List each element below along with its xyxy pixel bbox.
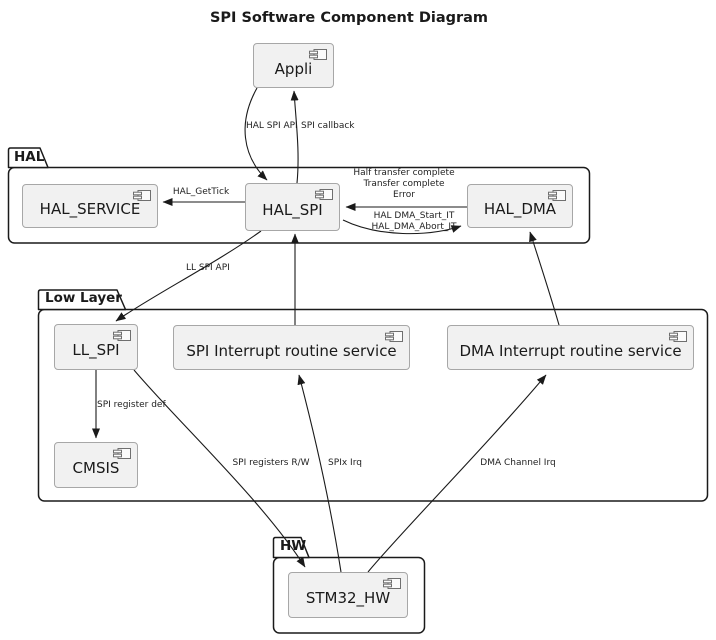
edge-label-dma-channel-irq: DMA Channel Irq bbox=[480, 458, 556, 468]
component-label: HAL_SERVICE bbox=[39, 200, 141, 218]
component-cmsis: CMSIS bbox=[54, 442, 138, 488]
component-icon bbox=[133, 190, 151, 201]
edge-label-hal-spi-api: HAL SPI API bbox=[246, 121, 298, 131]
component-icon bbox=[669, 331, 687, 342]
component-label: CMSIS bbox=[72, 459, 120, 477]
edge-spi-callback bbox=[290, 90, 299, 184]
component-appli: Appli bbox=[253, 43, 334, 88]
edge-ll-spi-api bbox=[115, 230, 262, 322]
edge-label-dma-events: Half transfer complete Transfer complete… bbox=[353, 168, 455, 200]
edge-label-spix-irq: SPIx Irq bbox=[328, 458, 362, 468]
component-label: Appli bbox=[274, 59, 313, 78]
component-icon bbox=[315, 189, 333, 200]
edge-label-dma-start-abort: HAL DMA_Start_IT HAL_DMA_Abort_IT bbox=[371, 211, 457, 232]
component-icon bbox=[113, 330, 131, 341]
component-label: DMA Interrupt routine service bbox=[459, 341, 682, 360]
component-hal-service: HAL_SERVICE bbox=[22, 184, 158, 228]
component-hal-dma: HAL_DMA bbox=[467, 184, 573, 228]
edge-label-spi-register-def: SPI register def bbox=[97, 400, 166, 410]
diagram-title: SPI Software Component Diagram bbox=[209, 10, 489, 26]
edge-hal-spi-api bbox=[244, 87, 268, 181]
edge-dma-irq-to-hal-dma bbox=[529, 231, 560, 326]
edge-dma-start-abort bbox=[342, 219, 462, 235]
edge-label-hal-gettick: HAL_GetTick bbox=[172, 187, 230, 197]
edge-spi-registers-rw bbox=[133, 369, 306, 568]
package-low-layer-label: Low Layer bbox=[45, 290, 122, 306]
component-dma-interrupt-service: DMA Interrupt routine service bbox=[447, 325, 694, 370]
component-spi-interrupt-service: SPI Interrupt routine service bbox=[173, 325, 410, 370]
package-low-layer-tab bbox=[37, 289, 127, 311]
component-icon bbox=[383, 578, 401, 589]
component-icon bbox=[309, 49, 327, 60]
edge-label-spi-callback: SPI callback bbox=[301, 121, 355, 131]
component-label: HAL_DMA bbox=[483, 200, 557, 218]
component-icon bbox=[113, 448, 131, 459]
package-hal-tab bbox=[7, 147, 49, 169]
component-stm32-hw: STM32_HW bbox=[288, 572, 408, 618]
package-hw-label: HW bbox=[280, 538, 307, 554]
component-icon bbox=[548, 190, 566, 201]
component-ll-spi: LL_SPI bbox=[54, 324, 138, 370]
component-hal-spi: HAL_SPI bbox=[245, 183, 340, 231]
component-label: STM32_HW bbox=[305, 589, 391, 607]
component-label: LL_SPI bbox=[72, 341, 120, 359]
component-label: SPI Interrupt routine service bbox=[186, 341, 397, 360]
component-label: HAL_SPI bbox=[262, 201, 323, 219]
edge-label-ll-spi-api: LL SPI API bbox=[186, 263, 230, 273]
package-hal-label: HAL bbox=[14, 149, 45, 165]
edge-dma-channel-irq bbox=[367, 374, 547, 573]
edge-label-spi-registers-rw: SPI registers R/W bbox=[232, 458, 310, 468]
edge-spix-irq bbox=[297, 374, 342, 573]
component-icon bbox=[385, 331, 403, 342]
